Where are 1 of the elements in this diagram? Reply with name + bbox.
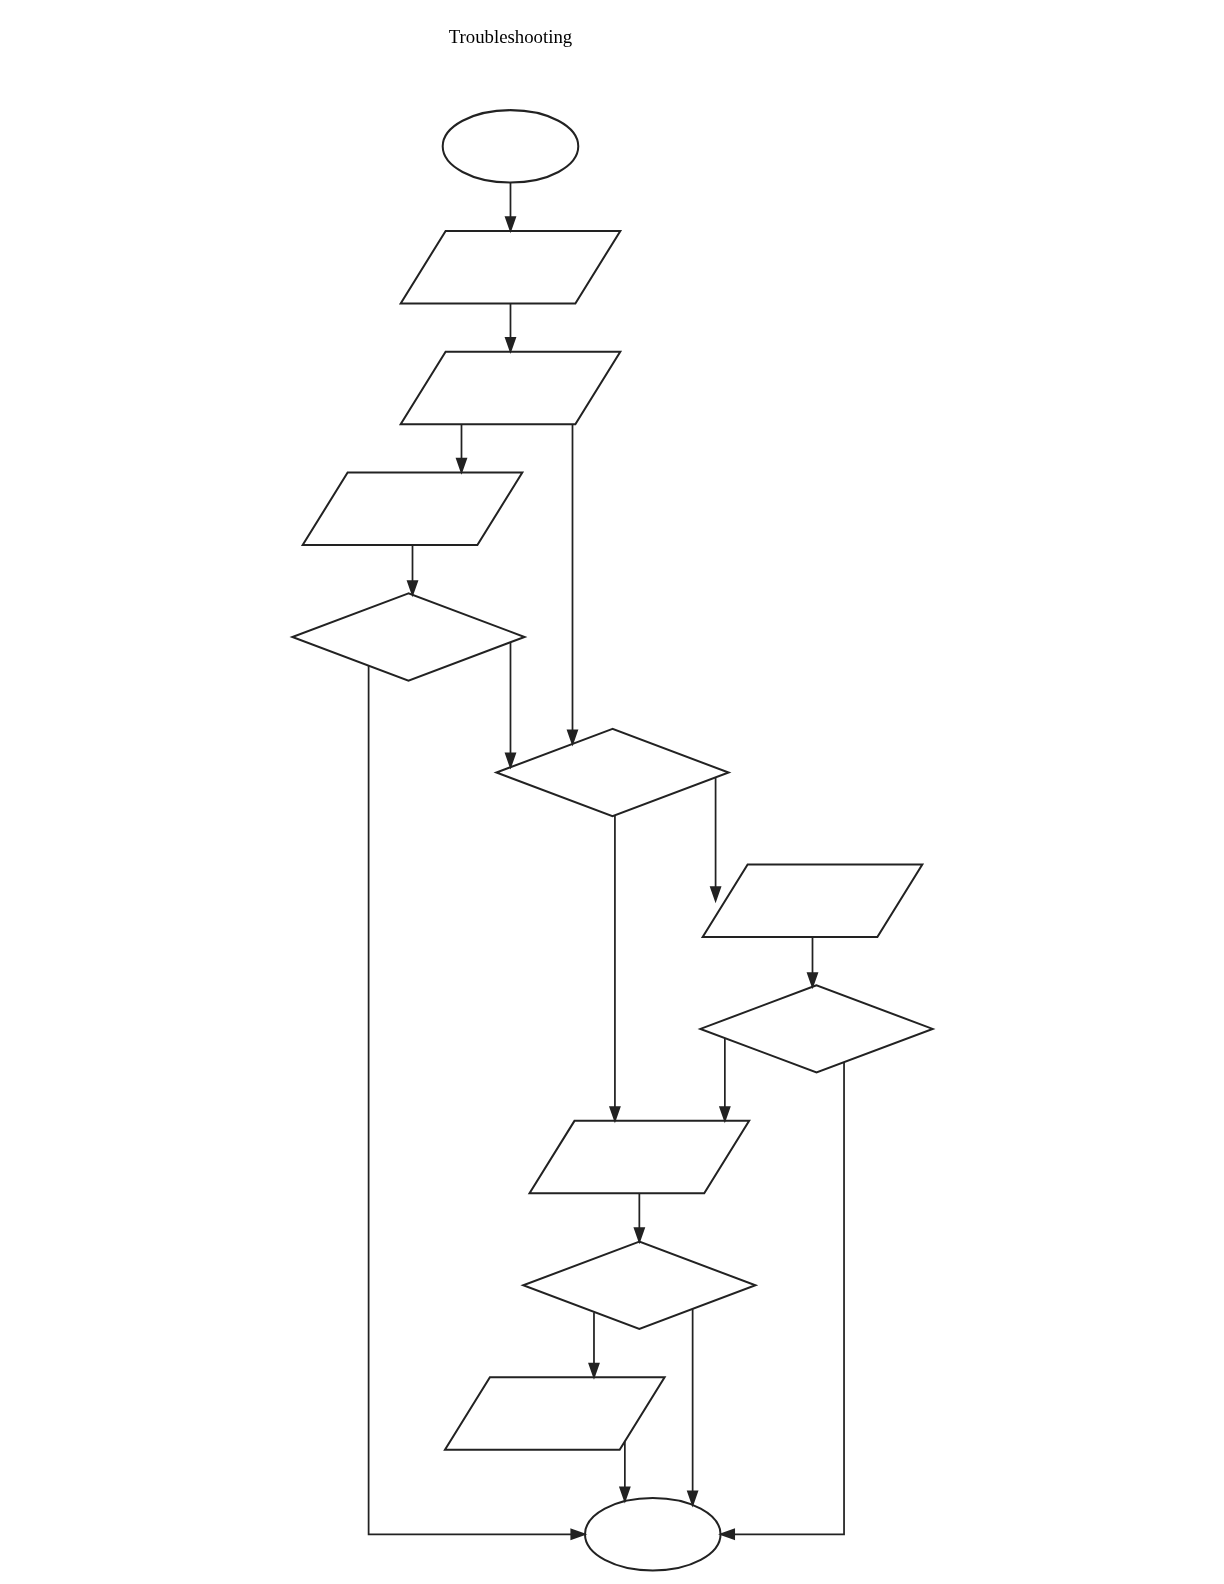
- label: Troubleshooting: [448, 25, 572, 47]
